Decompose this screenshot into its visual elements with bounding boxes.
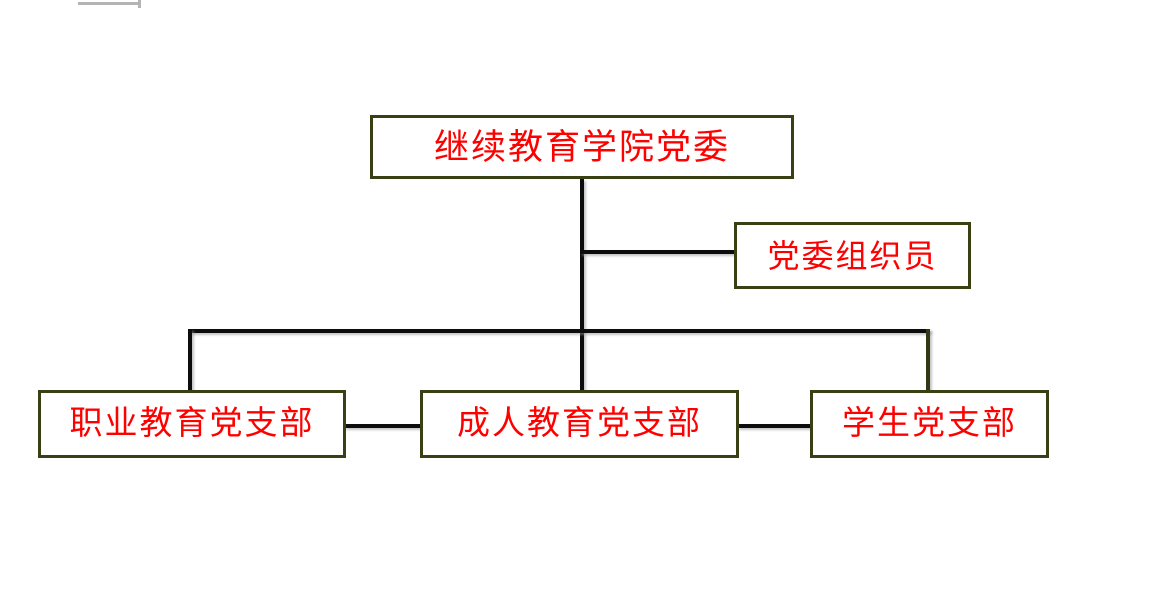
node-adult-education-party-branch[interactable]: 成人教育党支部	[420, 390, 739, 458]
connector-root-to-organizer	[580, 250, 736, 254]
scan-artifact-line	[78, 2, 140, 5]
connector-drop-student	[926, 329, 930, 392]
connector-drop-vocational	[188, 329, 192, 392]
node-student-party-branch[interactable]: 学生党支部	[810, 390, 1049, 458]
node-adult-branch-label: 成人教育党支部	[457, 405, 702, 442]
node-continuing-education-party-committee[interactable]: 继续教育学院党委	[370, 115, 794, 179]
node-student-branch-label: 学生党支部	[842, 405, 1017, 442]
connector-vocational-to-adult	[344, 424, 422, 428]
connector-adult-to-student	[737, 424, 812, 428]
node-vocational-education-party-branch[interactable]: 职业教育党支部	[38, 390, 346, 458]
node-root-label: 继续教育学院党委	[433, 127, 730, 167]
node-vocational-branch-label: 职业教育党支部	[69, 405, 315, 442]
scan-artifact-tick	[138, 0, 141, 8]
connector-children-bus	[188, 329, 930, 333]
node-organizer-label: 党委组织员	[767, 237, 938, 274]
node-party-committee-organizer[interactable]: 党委组织员	[734, 222, 971, 289]
connector-root-trunk	[580, 179, 584, 392]
